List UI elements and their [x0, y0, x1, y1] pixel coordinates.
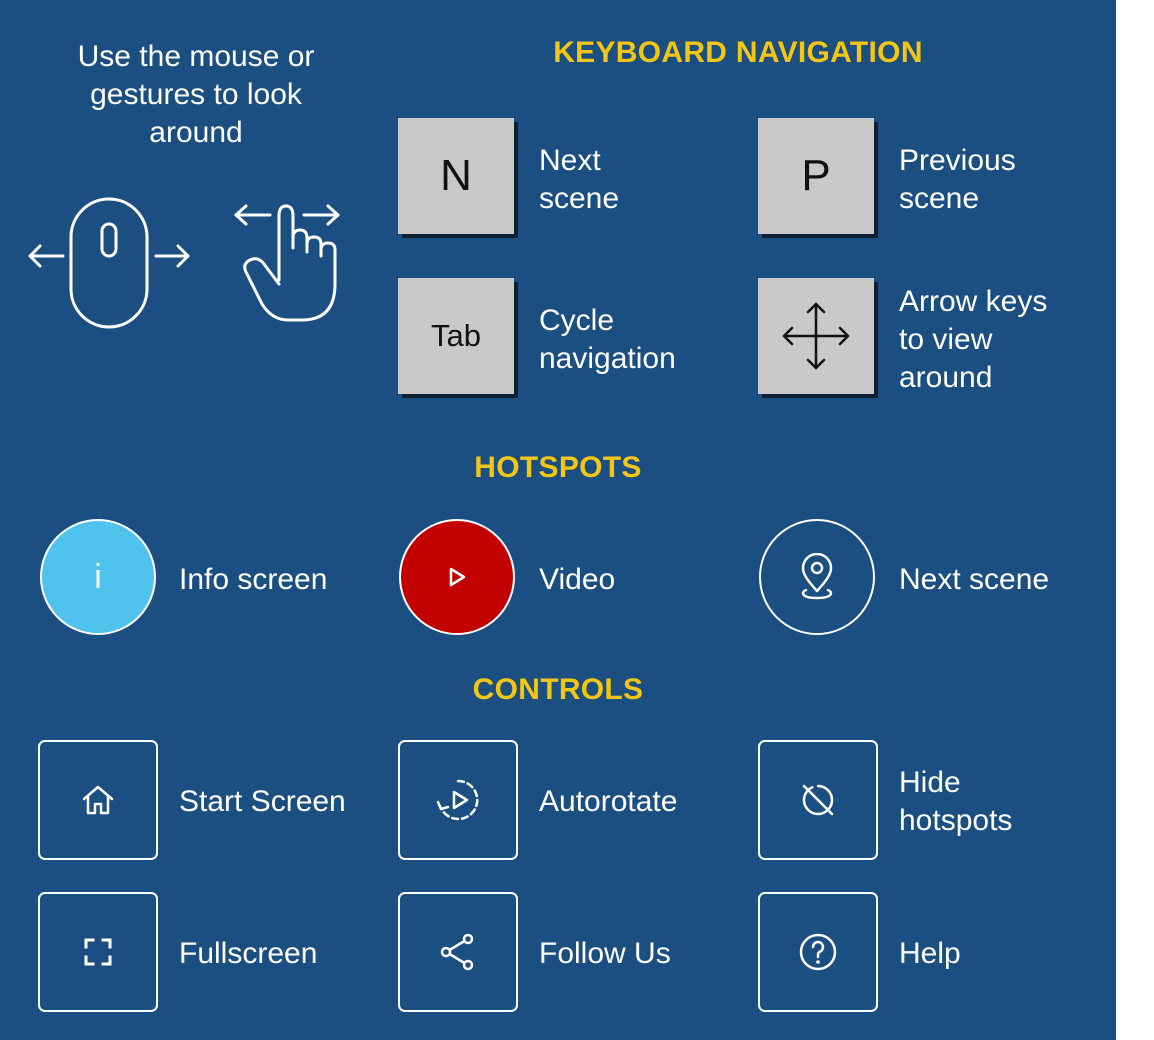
autorotate-button[interactable] — [398, 740, 518, 860]
follow-us-button[interactable] — [398, 892, 518, 1012]
key-tab: Tab — [398, 278, 514, 394]
key-p-description: Previous scene — [899, 144, 1016, 215]
help-label: Help — [899, 937, 961, 970]
key-n-description: Next scene — [539, 144, 620, 215]
controls-heading: CONTROLS — [472, 673, 644, 706]
look-around-instructions: Use the mouse or gestures to look around — [77, 40, 315, 149]
next-scene-hotspot — [759, 519, 875, 635]
key-arrows — [758, 278, 874, 394]
help-icon — [798, 932, 838, 972]
follow-us-label: Follow Us — [539, 937, 671, 970]
mouse-icon — [26, 196, 192, 330]
start-screen-label: Start Screen — [179, 785, 346, 818]
hide-hotspots-icon — [798, 780, 838, 820]
location-pin-icon — [797, 553, 837, 601]
fullscreen-button[interactable] — [38, 892, 158, 1012]
key-tab-label: Tab — [431, 318, 481, 353]
fullscreen-label: Fullscreen — [179, 937, 318, 970]
autorotate-label: Autorotate — [539, 785, 678, 818]
start-screen-button[interactable] — [38, 740, 158, 860]
hotspots-heading: HOTSPOTS — [474, 451, 642, 484]
info-hotspot: i — [40, 519, 156, 635]
home-icon — [80, 782, 116, 818]
key-p-label: P — [801, 151, 831, 200]
info-hotspot-label: Info screen — [179, 563, 328, 596]
play-icon — [446, 566, 468, 588]
help-button[interactable] — [758, 892, 878, 1012]
swipe-hand-icon — [232, 200, 344, 326]
help-panel: Use the mouse or gestures to look around — [0, 0, 1116, 1040]
autorotate-icon — [435, 777, 481, 823]
key-tab-description: Cycle navigation — [539, 304, 676, 375]
info-icon: i — [94, 557, 102, 596]
keyboard-navigation-heading: KEYBOARD NAVIGATION — [553, 36, 923, 69]
video-hotspot-label: Video — [539, 563, 616, 596]
key-p: P — [758, 118, 874, 234]
key-n: N — [398, 118, 514, 234]
video-hotspot — [399, 519, 515, 635]
arrows-move-icon — [780, 300, 852, 372]
hide-hotspots-button[interactable] — [758, 740, 878, 860]
hide-hotspots-label: Hide hotspots — [899, 766, 1013, 837]
fullscreen-icon — [82, 936, 114, 968]
share-icon — [438, 932, 478, 972]
next-scene-hotspot-label: Next scene — [899, 563, 1050, 596]
key-arrows-description: Arrow keys to view around — [899, 285, 1048, 394]
key-n-label: N — [440, 151, 472, 200]
